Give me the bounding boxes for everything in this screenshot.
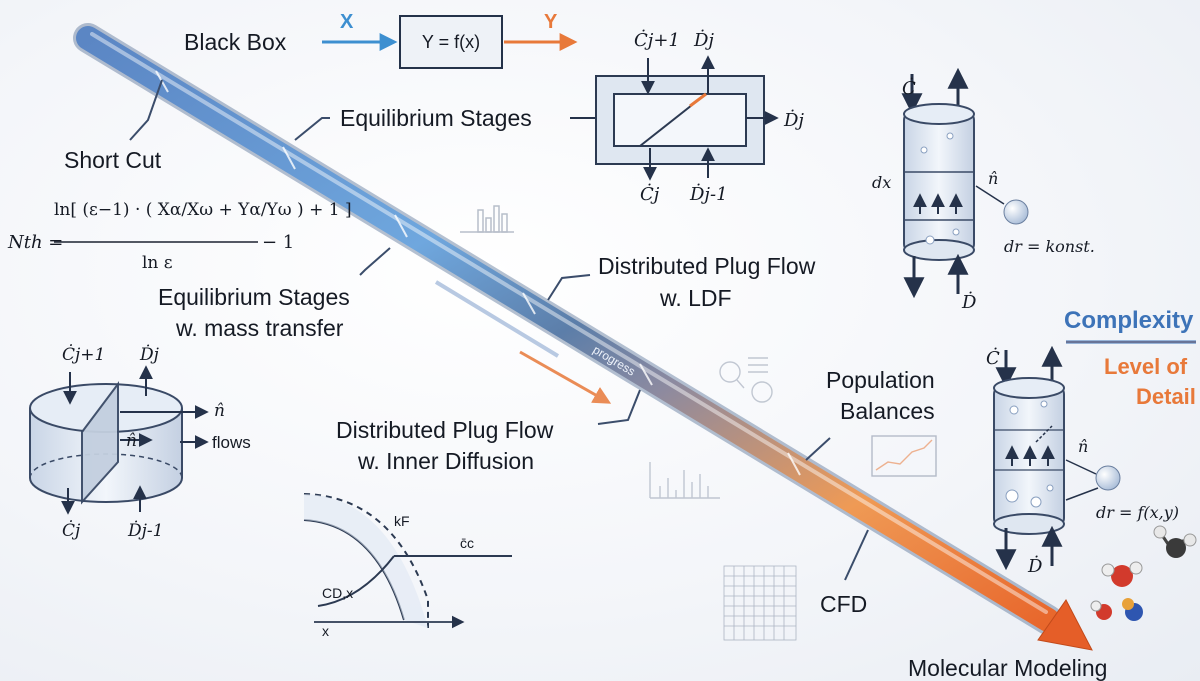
- mt-label-flows: flows: [212, 433, 251, 452]
- label-plug-flow-ldf-2: w. LDF: [659, 285, 732, 311]
- ldf-cylinder: Ċ dx n̂ dr = konst. Ḋ: [872, 67, 1095, 313]
- sym-d-j-side: Ḋj: [783, 108, 804, 131]
- label-input-x: X: [340, 11, 354, 33]
- sym-d-j-minus-1: Ḋj-1: [689, 182, 728, 205]
- label-black-box: Black Box: [184, 29, 287, 55]
- label-function: Y = f(x): [422, 32, 480, 52]
- ldf-sym-dr: dr = konst.: [1004, 237, 1095, 256]
- diff-label-cdx: CD,x: [322, 585, 353, 601]
- sym-c-j-plus-1: Ċj+1: [634, 28, 680, 51]
- label-population-1: Population: [826, 367, 935, 393]
- ldf-sym-c: Ċ: [902, 76, 916, 99]
- inner-diffusion-sketch: kF c̄c CD,x x: [303, 493, 512, 639]
- small-orange-arrow: [519, 350, 612, 404]
- pop-sym-n: n̂: [1078, 437, 1088, 456]
- legend-detail: Detail: [1136, 384, 1196, 409]
- bar-chart-icon: [460, 205, 514, 233]
- pop-sym-dr: dr = f(x,y): [1096, 503, 1179, 522]
- diff-label-kf: kF: [394, 513, 410, 529]
- label-plug-flow-diffusion-1: Distributed Plug Flow: [336, 417, 554, 443]
- mt-sym-n1: n̂: [214, 401, 225, 421]
- sym-c-j: Ċj: [640, 182, 660, 205]
- mt-sym-d-j: Ḋj: [139, 344, 160, 365]
- sym-d-j-top: Ḋj: [693, 28, 714, 51]
- pop-sym-c: Ċ: [986, 346, 1000, 369]
- diff-label-x: x: [322, 623, 329, 639]
- progress-pipe: progress: [73, 23, 1093, 651]
- label-equilibrium-stages: Equilibrium Stages: [340, 105, 532, 131]
- pipe-arrowhead: [1037, 599, 1093, 651]
- black-box-model: Black Box X Y = f(x) Y: [184, 11, 578, 69]
- formula-tail: − 1: [262, 232, 294, 253]
- mt-sym-c-j: Ċj: [62, 520, 81, 541]
- formula-denominator: ln ε: [142, 253, 173, 273]
- mt-sym-d-j-minus-1: Ḋj-1: [127, 520, 163, 541]
- label-plug-flow-ldf-1: Distributed Plug Flow: [598, 253, 816, 279]
- equilibrium-stage-diagram: Equilibrium Stages Ċj+1 Ḋj Ḋj Ċj Ḋj-1: [340, 28, 804, 205]
- cfd-mesh: [723, 565, 797, 641]
- legend-level-of: Level of: [1104, 354, 1188, 379]
- function-box: [399, 15, 503, 69]
- pop-sym-d: Ḋ: [1027, 554, 1043, 577]
- label-plug-flow-diffusion-2: w. Inner Diffusion: [357, 448, 534, 474]
- label-short-cut: Short Cut: [64, 147, 162, 173]
- legend: Complexity Level of Detail: [1064, 307, 1196, 409]
- ldf-sym-n: n̂: [988, 169, 998, 188]
- analysis-icons: [649, 357, 773, 499]
- side-trail-arrow: [434, 280, 560, 358]
- label-output-y: Y: [544, 11, 558, 33]
- line-chart-icon: [871, 435, 937, 477]
- label-eq-mass-transfer-1: Equilibrium Stages: [158, 284, 350, 310]
- label-cfd: CFD: [820, 591, 867, 617]
- leader-lines: [129, 79, 869, 581]
- mt-sym-n2: n̂: [126, 431, 137, 451]
- formula-lhs: Nth =: [7, 232, 63, 253]
- label-population-2: Balances: [840, 398, 935, 424]
- molecule-icons: [1090, 525, 1197, 621]
- ldf-sym-dx: dx: [872, 173, 891, 192]
- legend-complexity: Complexity: [1064, 307, 1194, 334]
- mt-sym-c-j-plus-1: Ċj+1: [62, 344, 105, 365]
- ldf-sym-d: Ḋ: [961, 290, 977, 313]
- short-cut-formula: Short Cut Nth = ln[ (ε−1) · ( Xα/Xω + Yα…: [7, 147, 352, 273]
- formula-numerator: ln[ (ε−1) · ( Xα/Xω + Yα/Yω ) + 1 ]: [54, 200, 352, 220]
- population-cylinder: Ċ n̂ dr = f(x,y) Ḋ: [986, 345, 1179, 577]
- mass-transfer-cylinder: Ċj+1 Ḋj n̂ n̂ flows Ċj Ḋj-1: [29, 344, 251, 541]
- label-eq-mass-transfer-2: w. mass transfer: [175, 315, 344, 341]
- label-molecular-modeling: Molecular Modeling: [908, 655, 1107, 681]
- diff-label-cc: c̄c: [460, 535, 474, 551]
